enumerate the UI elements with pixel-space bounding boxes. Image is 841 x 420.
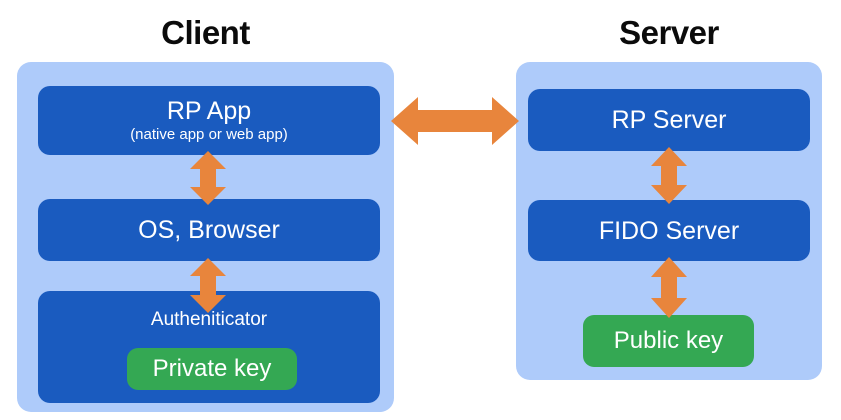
os-browser-authenticator-double-arrow-icon — [189, 258, 227, 313]
client-column-title: Client — [161, 14, 250, 51]
client-os-browser-title: OS, Browser — [138, 216, 280, 244]
fido-server-public-key-double-arrow-icon — [650, 257, 688, 318]
client-private-key-pill: Private key — [127, 348, 297, 390]
server-rp-server-title: RP Server — [611, 106, 727, 134]
rp-server-fido-server-double-arrow-icon — [650, 147, 688, 204]
server-fido-server-title: FIDO Server — [598, 216, 740, 245]
client-authenticator-title: Autheniticator — [150, 309, 268, 330]
client-server-double-arrow-icon — [391, 96, 519, 146]
client-os-browser-box: OS, Browser — [38, 199, 380, 261]
client-rp-app-title: RP App — [166, 97, 252, 126]
server-rp-server-box: RP Server — [528, 89, 810, 151]
server-fido-server-box: FIDO Server — [528, 200, 810, 261]
server-column-title: Server — [619, 14, 719, 51]
server-public-key-pill: Public key — [583, 315, 754, 367]
client-rp-app-box: RP App (native app or web app) — [38, 86, 380, 155]
rp-app-os-browser-double-arrow-icon — [189, 151, 227, 205]
client-rp-app-subtitle: (native app or web app) — [130, 126, 288, 144]
